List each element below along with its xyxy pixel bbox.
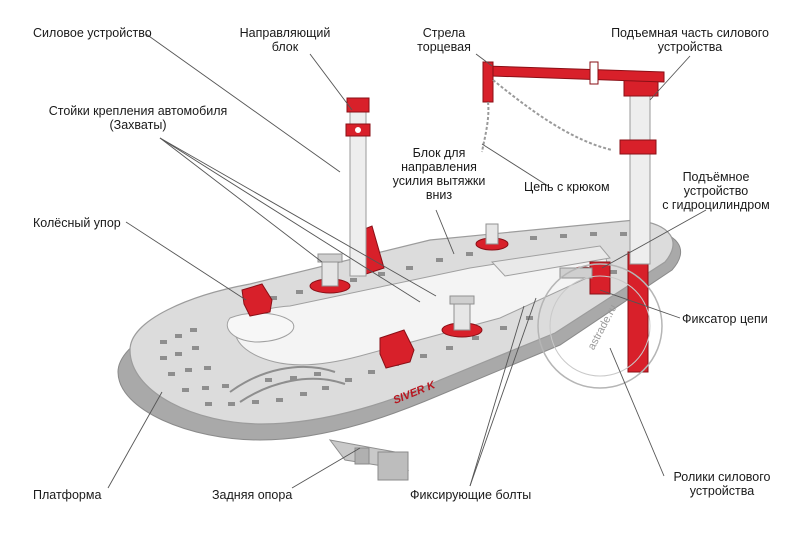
- label-hook-chain: Цепь с крюком: [524, 180, 610, 194]
- label-end-boom: Стрела торцевая: [417, 26, 471, 54]
- label-down-pull-block: Блок для направления усилия вытяжки вниз: [392, 146, 486, 202]
- label-guide-block: Направляющий блок: [239, 26, 331, 54]
- label-power-unit-rollers: Ролики силового устройства: [673, 470, 771, 498]
- label-power-unit: Силовое устройство: [33, 26, 152, 40]
- label-lifting-part: Подъемная часть силового устройства: [611, 26, 769, 54]
- label-platform: Платформа: [33, 488, 102, 502]
- label-rear-support: Задняя опора: [212, 488, 293, 502]
- rear-support: [328, 439, 410, 481]
- label-clamps: Стойки крепления автомобиля (Захваты): [48, 104, 228, 132]
- label-wheel-stop: Колёсный упор: [33, 216, 121, 230]
- label-hydraulic-lift: Подъёмное устройство с гидроцилиндром: [662, 170, 770, 212]
- guide-block-pillar: [345, 97, 385, 277]
- leader-lines: [107, 33, 707, 489]
- label-chain-lock: Фиксатор цепи: [682, 312, 768, 326]
- wheel-stops: [241, 283, 415, 369]
- power-unit: [481, 61, 665, 373]
- label-fixing-bolts: Фиксирующие болты: [410, 488, 532, 502]
